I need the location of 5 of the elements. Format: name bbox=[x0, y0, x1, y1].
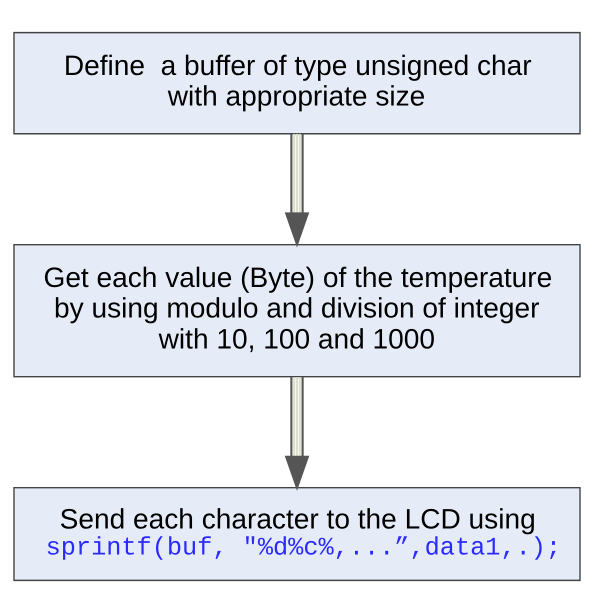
node-box: Send each character to the LCD using sprintf(buf, "%d%c%,...”,data1,.); bbox=[13, 486, 581, 581]
node-box: Define a buffer of type unsigned char with appropriate size bbox=[13, 31, 581, 134]
arrow bbox=[284, 376, 310, 490]
node-box: Get each value (Byte) of the temperature by using modulo and division of integer with 10, 100 and 1000 bbox=[13, 244, 581, 377]
arrow bbox=[284, 133, 310, 247]
